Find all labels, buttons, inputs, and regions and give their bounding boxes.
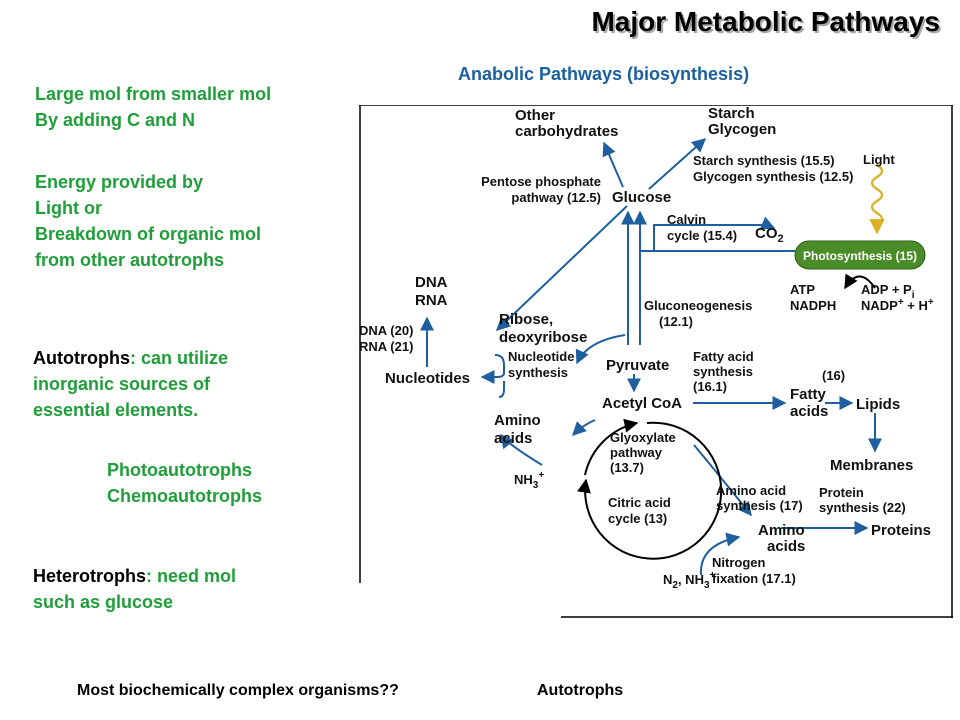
autotrophs-line-1: Autotrophs: can utilize — [33, 345, 228, 371]
energy-line-4: from other autotrophs — [35, 250, 224, 270]
arrow-amino-to-nucleotides — [498, 381, 505, 398]
light-label: Light — [863, 152, 895, 167]
atp-adp-arrow — [844, 273, 876, 290]
heterotrophs-line-2: such as glucose — [33, 592, 174, 612]
adp-pi-label: ADP + Pi — [861, 282, 915, 301]
arrow-ribose-to-nucleotides — [480, 354, 505, 384]
nh3-label: NH3+ — [514, 470, 544, 491]
citric-acid-cycle — [577, 418, 723, 560]
footer-answer: Autotrophs — [537, 682, 624, 699]
energy-line-3: Breakdown of organic mol — [35, 224, 262, 244]
nucleotides-label: Nucleotides — [385, 370, 470, 387]
heterotrophs-term: Heterotrophs — [33, 566, 147, 586]
autotrophs-definition: : can utilize — [129, 348, 228, 368]
energy-line-1: Energy provided by — [35, 172, 204, 192]
autotrophs-line-3: essential elements. — [33, 400, 199, 420]
heterotrophs-line-1: Heterotrophs: need mol — [33, 563, 236, 589]
co2-label: CO2 — [755, 225, 784, 245]
arrow-cycle-to-amino — [572, 419, 596, 436]
intro-line-2: By adding C and N — [35, 110, 196, 130]
arrow-to-starch — [648, 138, 707, 190]
cycle-arc-right — [577, 421, 723, 560]
pathway-arrows — [420, 138, 882, 576]
dna-rna-chapters: DNA (20)RNA (21) — [359, 323, 413, 354]
arrow-to-other-carbs — [602, 141, 624, 188]
intro-line-1: Large mol from smaller mol — [35, 84, 272, 104]
arrow-nh3-to-amino — [500, 433, 543, 466]
heterotrophs-definition: : need mol — [146, 566, 237, 586]
autotrophs-term: Autotrophs — [33, 348, 130, 368]
energy-line-2: Light or — [35, 198, 102, 218]
autotrophs-text: Autotrophs: can utilize inorganic source… — [33, 345, 228, 423]
arrow-pyruvate-to-amino — [575, 334, 626, 365]
photoautotrophs-label: Photoautotrophs — [107, 460, 252, 480]
photosynthesis-label: Photosynthesis (15) — [803, 249, 917, 263]
nadp-label: NADP+ + H+ — [861, 297, 934, 313]
arrow-nitrogen-fixation — [699, 532, 741, 576]
intro-text: Large mol from smaller mol By adding C a… — [35, 81, 271, 133]
pyruvate-label: Pyruvate — [606, 357, 669, 374]
sixteen-label: (16) — [822, 368, 845, 383]
glucose-label: Glucose — [612, 189, 671, 206]
membranes-label: Membranes — [830, 457, 913, 474]
starch-synthesis-label: Starch synthesis (15.5)Glycogen synthesi… — [693, 153, 853, 184]
heterotrophs-text: Heterotrophs: need mol such as glucose — [33, 563, 236, 615]
diagram-subtitle: Anabolic Pathways (biosynthesis) — [458, 64, 750, 84]
cycle-arc-left — [584, 418, 639, 476]
autotroph-types: Photoautotrophs Chemoautotrophs — [107, 457, 262, 509]
lipids-label: Lipids — [856, 396, 900, 413]
arrow-to-ribose — [495, 205, 628, 331]
autotrophs-line-2: inorganic sources of — [33, 374, 211, 394]
gluconeogenesis-label: Gluconeogenesis(12.1) — [644, 298, 752, 329]
page-title: Major Metabolic Pathways — [591, 6, 940, 37]
energy-text: Energy provided by Light or Breakdown of… — [35, 169, 261, 273]
arrow-calvin-co2 — [653, 216, 795, 252]
photosynthesis-pill — [794, 240, 926, 270]
chemoautotrophs-label: Chemoautotrophs — [107, 486, 262, 506]
ribose-label: Ribose,deoxyribose — [499, 311, 587, 346]
proteins-label: Proteins — [871, 522, 931, 539]
light-wave-icon — [869, 164, 885, 235]
footer-question: Most biochemically complex organisms?? — [77, 682, 399, 699]
acetyl-coa-label: Acetyl CoA — [602, 395, 682, 412]
n2-nh3-label: N2, NH3+ — [663, 570, 716, 591]
